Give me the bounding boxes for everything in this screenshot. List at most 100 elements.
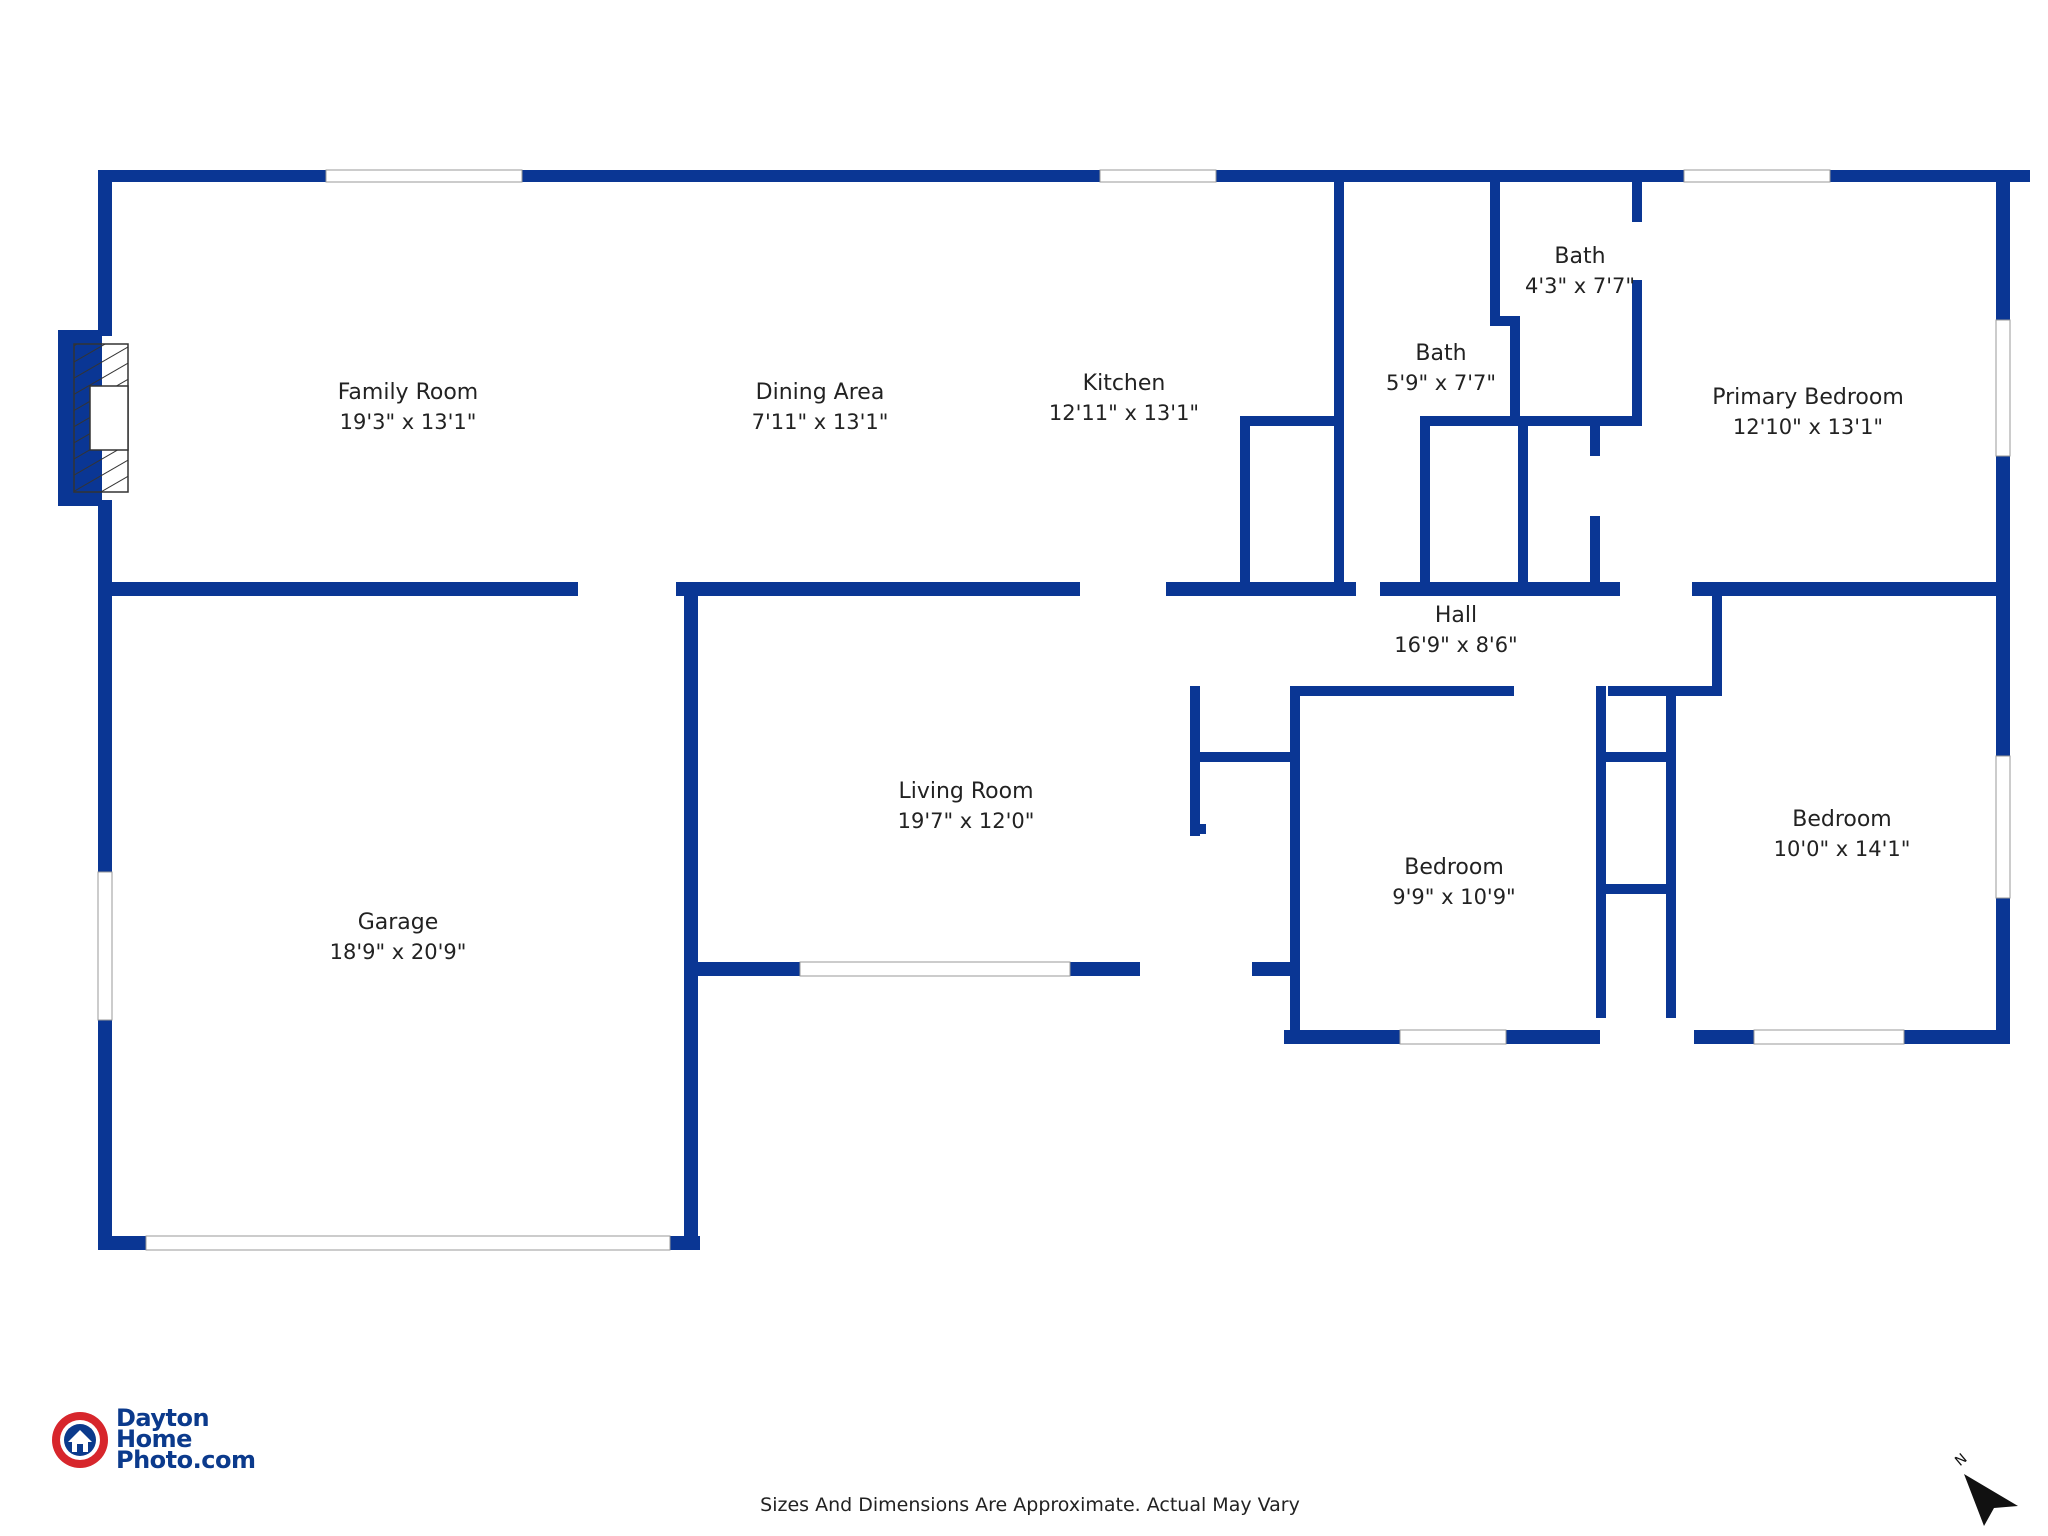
wall-segment <box>1490 182 1500 324</box>
wall-segment <box>1240 416 1344 426</box>
wall-segment <box>1430 416 1520 426</box>
wall-segment <box>98 170 112 336</box>
wall-segment <box>1166 582 1356 596</box>
house-camera-icon <box>52 1412 108 1468</box>
wall-segment <box>684 588 698 980</box>
wall-segment <box>98 1236 146 1250</box>
wall-segment <box>1666 686 1676 1018</box>
window <box>799 961 1071 977</box>
wall-segment <box>1510 316 1520 426</box>
room-name: Garage <box>357 909 439 935</box>
wall-segment <box>1590 416 1630 426</box>
room-family-room: Family Room 19'3" x 13'1" <box>338 378 478 436</box>
room-primary-bedroom: Primary Bedroom 12'10" x 13'1" <box>1712 383 1904 441</box>
room-living-room: Living Room 19'7" x 12'0" <box>898 777 1035 835</box>
room-dimensions: 7'11" x 13'1" <box>751 409 889 434</box>
logo-line: Dayton <box>116 1404 210 1432</box>
wall-segment <box>1334 182 1344 584</box>
wall-segment <box>1590 516 1600 584</box>
logo-line: Photo.com <box>116 1446 256 1474</box>
wall-segment <box>1694 1030 1754 1044</box>
wall-segment <box>1380 582 1620 596</box>
wall-segment <box>1190 824 1206 834</box>
room-name: Bedroom <box>1404 854 1504 880</box>
room-dimensions: 12'10" x 13'1" <box>1732 414 1884 439</box>
window <box>1399 1029 1507 1045</box>
wall-segment <box>1632 280 1642 426</box>
fireplace <box>58 330 129 506</box>
wall-segment <box>1506 1030 1600 1044</box>
wall-segment <box>1904 1030 2010 1044</box>
window <box>1683 169 1831 183</box>
wall-segment <box>1070 962 1140 976</box>
wall-segment <box>1596 752 1672 762</box>
wall-segment <box>1518 416 1528 584</box>
wall-segment <box>1996 456 2010 756</box>
wall-segment <box>1252 962 1292 976</box>
wall-segment <box>1712 590 1722 696</box>
room-dimensions: 4'3" x 7'7" <box>1524 273 1636 298</box>
wall-segment <box>98 582 578 596</box>
wall-segment <box>1490 316 1520 326</box>
wall-segment <box>1190 752 1290 762</box>
logo-line: Home <box>116 1425 192 1453</box>
disclaimer-note: Sizes And Dimensions Are Approximate. Ac… <box>760 1494 1300 1516</box>
wall-segment <box>1590 416 1600 456</box>
windows <box>97 169 2011 1251</box>
room-bedroom: Bedroom 9'9" x 10'9" <box>1392 853 1515 911</box>
room-name: Kitchen <box>1082 370 1166 396</box>
room-dimensions: 16'9" x 8'6" <box>1394 632 1518 657</box>
window <box>325 169 523 183</box>
room-name: Dining Area <box>755 379 885 405</box>
room-kitchen: Kitchen 12'11" x 13'1" <box>1049 369 1199 427</box>
wall-segment <box>1240 416 1250 584</box>
room-dimensions: 19'7" x 12'0" <box>897 808 1035 833</box>
window <box>1995 755 2011 899</box>
wall-segment <box>1676 686 1716 696</box>
room-dimensions: 18'9" x 20'9" <box>329 939 467 964</box>
wall-segment <box>1608 686 1722 696</box>
room-bath: Bath 5'9" x 7'7" <box>1386 339 1496 397</box>
window <box>1995 319 2011 457</box>
wall-segment <box>1290 686 1300 1044</box>
room-bedroom: Bedroom 10'0" x 14'1" <box>1774 805 1911 863</box>
wall-segment <box>1512 416 1642 426</box>
wall-segment <box>1692 582 2010 596</box>
room-bath: Bath 4'3" x 7'7" <box>1525 242 1635 300</box>
room-name: Family Room <box>337 379 479 405</box>
room-name: Bath <box>1415 340 1467 366</box>
room-dimensions: 12'11" x 13'1" <box>1048 400 1200 425</box>
company-logo: Dayton Home Photo.com <box>50 1404 270 1478</box>
room-garage: Garage 18'9" x 20'9" <box>330 908 467 966</box>
window <box>1099 169 1217 183</box>
wall-segment <box>1294 686 1514 696</box>
wall-segment <box>1596 686 1606 1018</box>
room-dimensions: 5'9" x 7'7" <box>1385 370 1497 395</box>
window <box>145 1235 671 1251</box>
wall-segment <box>698 962 808 976</box>
room-dimensions: 9'9" x 10'9" <box>1392 884 1516 909</box>
wall-segment <box>1596 884 1672 894</box>
compass-label: N <box>1952 1451 1970 1470</box>
room-name: Bath <box>1554 243 1606 269</box>
wall-segment <box>100 170 2030 182</box>
logo-wordmark: Dayton Home Photo.com <box>116 1404 256 1474</box>
room-dining-area: Dining Area 7'11" x 13'1" <box>752 378 889 436</box>
wall-segment <box>1284 1030 1402 1044</box>
room-hall: Hall 16'9" x 8'6" <box>1394 601 1517 659</box>
room-dimensions: 10'0" x 14'1" <box>1773 836 1911 861</box>
room-dimensions: 19'3" x 13'1" <box>339 409 477 434</box>
wall-segment <box>1420 416 1430 584</box>
wall-segment <box>1996 898 2010 1040</box>
window <box>1753 1029 1905 1045</box>
room-name: Primary Bedroom <box>1712 384 1904 410</box>
room-name: Hall <box>1434 602 1478 628</box>
wall-segment <box>1632 182 1642 222</box>
window <box>97 871 113 1021</box>
north-arrow-icon: N <box>1952 1451 2018 1526</box>
walls <box>98 170 2030 1250</box>
room-name: Living Room <box>898 778 1034 804</box>
wall-segment <box>676 582 1080 596</box>
room-name: Bedroom <box>1792 806 1892 832</box>
